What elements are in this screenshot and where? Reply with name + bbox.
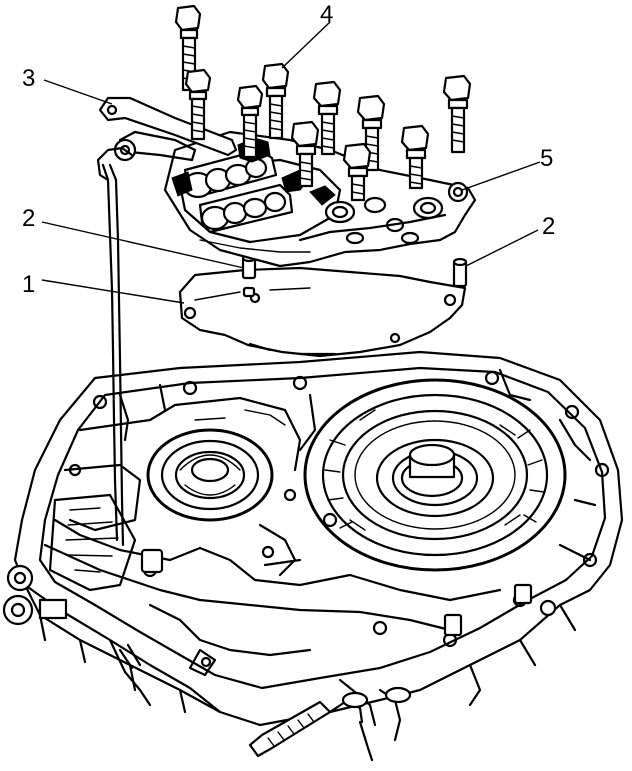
callout-labels: 4 3 5 2 2 1 — [22, 1, 555, 298]
bolt — [184, 68, 212, 141]
bolt — [312, 80, 342, 156]
dowel-pin-left — [241, 253, 257, 298]
detent-lever — [96, 96, 238, 547]
bolt — [400, 124, 430, 190]
label-2-left: 2 — [22, 205, 35, 232]
dowel-pin-right — [452, 257, 468, 288]
label-5: 5 — [540, 145, 553, 172]
bolt — [236, 84, 264, 159]
label-1: 1 — [22, 271, 35, 298]
bolt — [442, 74, 472, 154]
label-4: 4 — [320, 1, 333, 28]
separator-plate — [178, 266, 467, 358]
bolt — [290, 120, 320, 188]
callout-leaders — [41, 21, 541, 304]
bolt-set — [174, 4, 472, 202]
bolt — [261, 62, 290, 140]
valve-body — [163, 130, 477, 268]
bolt — [342, 142, 372, 202]
label-3: 3 — [22, 65, 35, 92]
label-2-right: 2 — [542, 213, 555, 240]
transmission-case — [2, 350, 624, 762]
